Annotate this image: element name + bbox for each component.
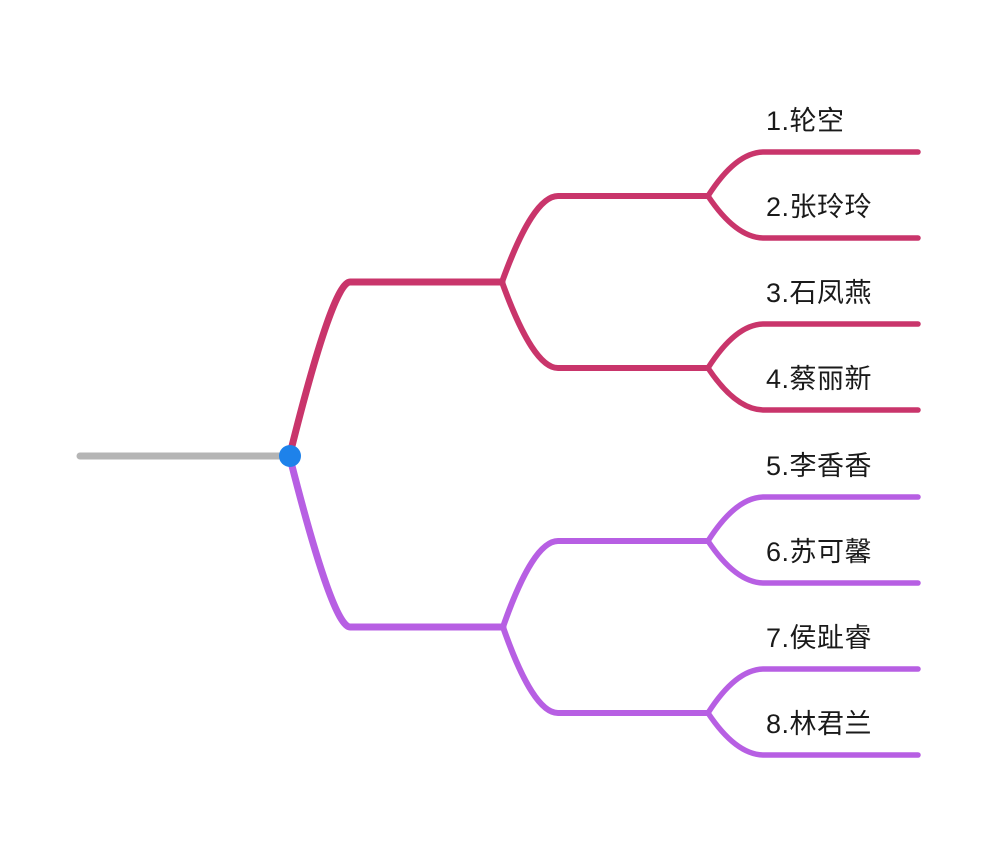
branch-top-upper-fork-line xyxy=(499,193,711,285)
node-label-6[interactable]: 6.苏可馨 xyxy=(766,537,873,567)
branch-bottom-upper-fork-line xyxy=(500,538,711,630)
leaf-line-7 xyxy=(705,666,921,716)
branch-top-trunk-line xyxy=(287,278,506,454)
node-label-1[interactable]: 1.轮空 xyxy=(766,106,845,136)
branch-top-lower-fork-line xyxy=(499,279,711,371)
leaf-line-4 xyxy=(705,365,921,413)
leaf-line-1 xyxy=(705,149,921,199)
leaf-line-3 xyxy=(705,321,921,371)
branch-bottom-trunk-line xyxy=(287,458,507,631)
node-label-8[interactable]: 8.林君兰 xyxy=(766,709,873,739)
node-label-2[interactable]: 2.张玲玲 xyxy=(766,192,873,222)
leaf-line-2 xyxy=(705,193,921,241)
root-node-dot[interactable] xyxy=(279,445,301,467)
node-label-4[interactable]: 4.蔡丽新 xyxy=(766,364,873,394)
node-label-5[interactable]: 5.李香香 xyxy=(766,451,873,481)
branch-bottom-lower-fork-line xyxy=(500,624,711,716)
node-label-3[interactable]: 3.石凤燕 xyxy=(766,278,873,308)
node-label-7[interactable]: 7.侯趾睿 xyxy=(766,623,873,653)
leaf-line-5 xyxy=(705,494,921,544)
leaf-line-6 xyxy=(705,538,921,586)
leaf-line-8 xyxy=(705,710,921,758)
